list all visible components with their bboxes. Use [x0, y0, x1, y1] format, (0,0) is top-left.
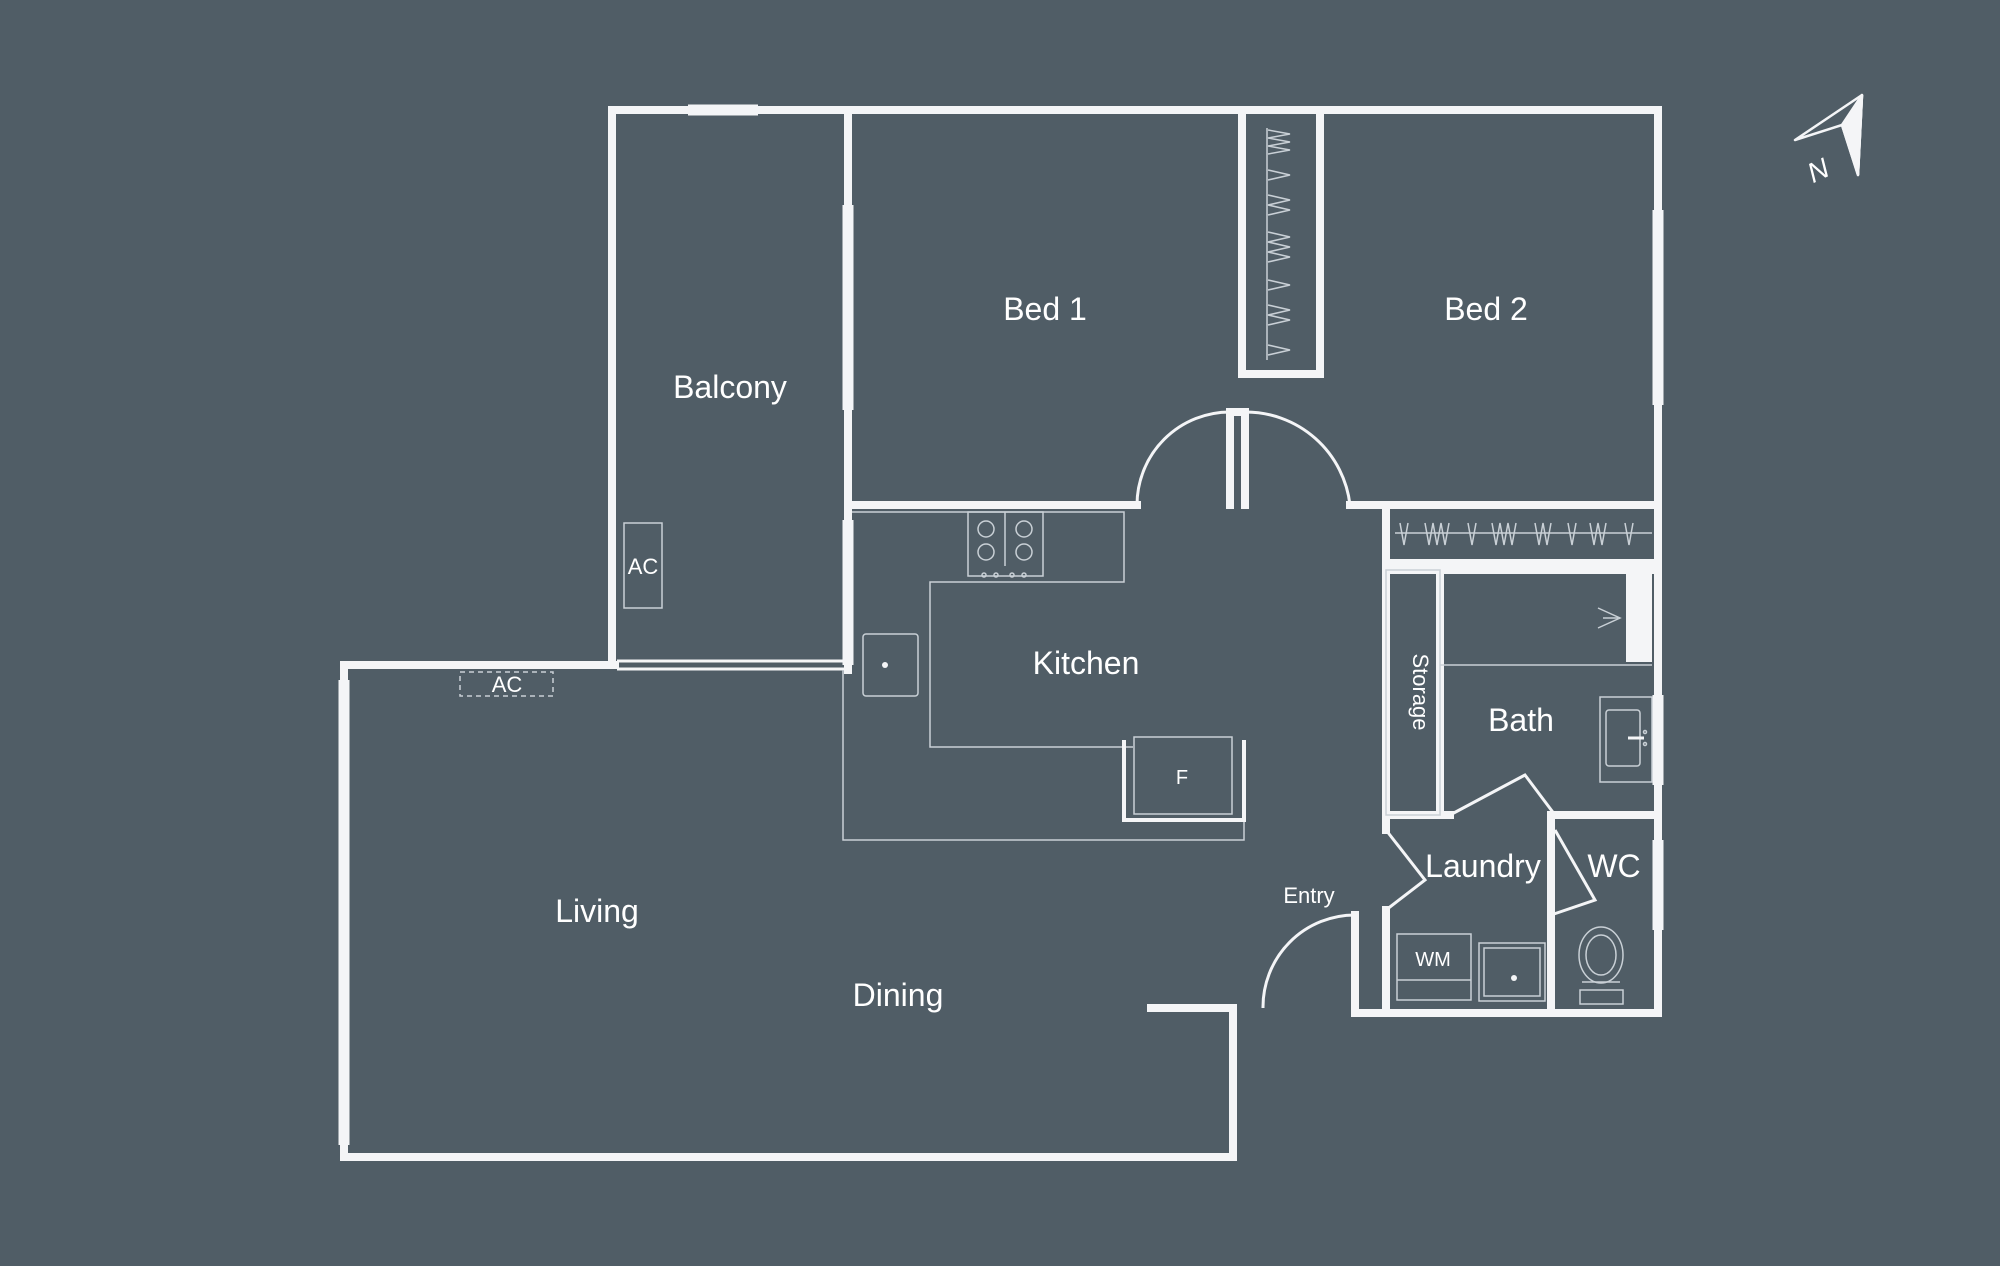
north-arrow-icon [1793, 93, 1864, 177]
room-label-storage: Storage [1408, 653, 1433, 730]
room-label-entry: Entry [1283, 883, 1334, 908]
wardrobe-icon [1266, 128, 1652, 546]
door-bed2[interactable] [1244, 410, 1352, 506]
washing-machine [1396, 933, 1472, 1001]
room-label-living: Living [555, 893, 639, 929]
ac-unit-living [459, 671, 554, 697]
fridge-recess [1122, 740, 1246, 822]
shower-wall [1626, 570, 1652, 662]
door-wc[interactable] [1550, 829, 1598, 917]
cooktop-icon [967, 511, 1044, 578]
ac-label-living: AC [492, 672, 523, 697]
room-label-wc: WC [1587, 848, 1640, 884]
doors [1135, 410, 1598, 1009]
room-label-bath: Bath [1488, 702, 1554, 738]
toilet-icon [1578, 926, 1624, 1005]
fridge [1133, 736, 1233, 815]
door-entry[interactable] [1261, 913, 1356, 1009]
shower-head [1597, 607, 1622, 629]
ac-unit-balcony [623, 522, 663, 609]
basin-icon [1599, 696, 1653, 783]
room-label-bed2: Bed 2 [1444, 291, 1528, 327]
room-label-dining: Dining [853, 977, 944, 1013]
room-label-laundry: Laundry [1425, 848, 1541, 884]
ac-label-balcony: AC [628, 554, 659, 579]
bath-fixtures [1385, 569, 1653, 1005]
room-label-kitchen: Kitchen [1033, 645, 1140, 681]
windows [338, 104, 1664, 1145]
door-bed1[interactable] [1135, 410, 1231, 506]
washing-machine-label: WM [1415, 949, 1451, 971]
door-laundry[interactable] [1384, 829, 1428, 912]
room-label-balcony: Balcony [673, 369, 787, 405]
sink-icon [862, 633, 919, 697]
laundry-sink-icon [1478, 942, 1546, 1002]
fridge-label: F [1176, 767, 1188, 789]
room-label-bed1: Bed 1 [1003, 291, 1087, 327]
door-bath[interactable] [1449, 773, 1557, 817]
north-label: N [1802, 152, 1834, 189]
storage-cupboard [1385, 569, 1441, 816]
ac-units [459, 522, 663, 697]
kitchen-bench [852, 511, 1133, 748]
